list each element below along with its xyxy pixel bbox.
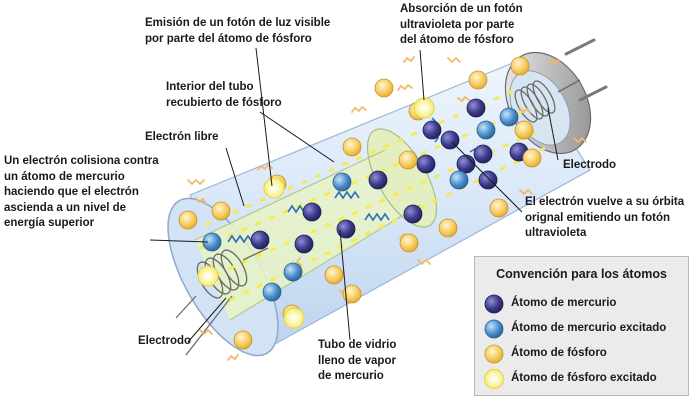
legend-label: Átomo de mercurio excitado — [511, 322, 667, 334]
excited-phosphor-atom-icon — [483, 368, 505, 390]
label-free-electron: Electrón libre — [145, 131, 219, 143]
legend-item-excited-mercury: Átomo de mercurio excitado — [483, 318, 683, 342]
legend-title: Convención para los átomos — [496, 267, 667, 281]
phosphor-atom — [178, 210, 198, 230]
phosphor-atom — [489, 198, 509, 218]
leader-line — [225, 147, 245, 207]
phosphor-atom — [374, 78, 394, 98]
mercury-atom — [416, 154, 436, 174]
phosphor-atom — [211, 201, 231, 221]
excited-mercury-atom — [262, 282, 282, 302]
leader-line — [259, 111, 335, 163]
mercury-atom — [466, 98, 486, 118]
label-tube-interior: Interior del tubo recubierto de fósforo — [166, 81, 282, 109]
leader-line — [451, 141, 523, 213]
label-visible-photon-emission: Emisión de un fotón de luz visible por p… — [145, 17, 331, 45]
excited-mercury-atom-icon — [484, 319, 504, 339]
phosphor-atom — [438, 218, 458, 238]
phosphor-atom — [342, 284, 362, 304]
legend-item-excited-phosphor: Átomo de fósforo excitado — [483, 368, 683, 392]
phosphor-atom — [522, 148, 542, 168]
leader-line — [339, 229, 351, 341]
label-electron-return: El electrón vuelve a su órbita orignal e… — [525, 196, 685, 239]
label-electrode-right: Electrodo — [563, 159, 617, 171]
excited-phosphor-atom — [283, 307, 305, 329]
leader-line — [187, 297, 227, 343]
excited-mercury-atom — [449, 170, 469, 190]
leader-line — [419, 49, 425, 101]
mercury-atom — [478, 170, 498, 190]
mercury-atom — [294, 234, 314, 254]
legend-label: Átomo de fósforo — [511, 347, 607, 359]
mercury-atom — [302, 202, 322, 222]
mercury-atom — [473, 144, 493, 164]
mercury-atom — [336, 219, 356, 239]
excited-phosphor-atom — [197, 265, 219, 287]
mercury-atom-icon — [484, 294, 504, 314]
phosphor-atom — [514, 120, 534, 140]
phosphor-atom — [233, 330, 253, 350]
phosphor-coating — [194, 128, 438, 321]
legend-label: Átomo de mercurio — [511, 297, 617, 309]
phosphor-atom — [342, 137, 362, 157]
phosphor-atom — [324, 265, 344, 285]
leader-line — [547, 107, 559, 161]
atom-legend: Convención para los átomos Átomo de merc… — [474, 256, 689, 396]
label-uv-photon-absorption: Absorción de un fotón ultravioleta por p… — [400, 3, 523, 46]
leader-line — [255, 47, 273, 187]
mercury-atom — [403, 204, 423, 224]
legend-item-phosphor: Átomo de fósforo — [483, 343, 683, 367]
visible-photon-waves — [187, 56, 587, 361]
legend-label: Átomo de fósforo excitado — [511, 372, 657, 384]
label-leader-lines — [149, 47, 559, 343]
label-electrode-left: Electrodo — [138, 335, 192, 347]
mercury-atom — [368, 170, 388, 190]
label-electron-collision: Un electrón colisiona contra un átomo de… — [4, 155, 159, 229]
mercury-atom — [422, 120, 442, 140]
phosphor-atom-icon — [484, 344, 504, 364]
legend-item-mercury: Átomo de mercurio — [483, 293, 683, 317]
excited-mercury-atom — [332, 172, 352, 192]
label-glass-tube: Tubo de vidrio lleno de vapor de mercuri… — [318, 339, 397, 382]
electrode-coil-right — [514, 79, 581, 123]
mercury-atom — [456, 154, 476, 174]
excited-phosphor-atom — [263, 177, 285, 199]
phosphor-atom — [510, 56, 530, 76]
excited-mercury-atom — [499, 107, 519, 127]
phosphor-atom — [468, 70, 488, 90]
atoms-layer — [178, 56, 542, 350]
phosphor-atom — [398, 150, 418, 170]
excited-phosphor-atom — [413, 97, 435, 119]
excited-mercury-atom — [476, 120, 496, 140]
mercury-atom — [250, 230, 270, 250]
phosphor-atom — [399, 233, 419, 253]
excited-mercury-atom — [283, 262, 303, 282]
leader-line — [149, 239, 209, 243]
